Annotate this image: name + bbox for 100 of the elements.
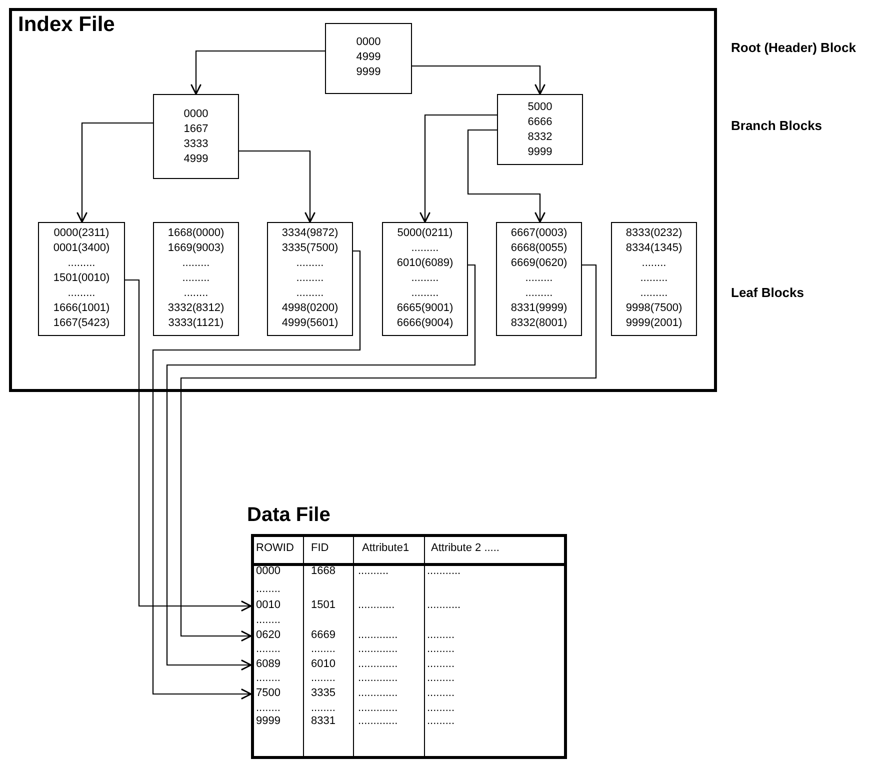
table-entry: ........	[256, 642, 280, 656]
table-entry: .........	[427, 701, 455, 715]
branch-block	[497, 94, 583, 165]
table-entry: .........	[427, 671, 455, 685]
leaf-block	[267, 222, 353, 336]
block-entry: .........	[525, 271, 553, 286]
leaf-block	[496, 222, 582, 336]
table-entry: .........	[427, 657, 455, 671]
block-entry: 8334(1345)	[626, 241, 682, 256]
table-entry: .............	[358, 714, 398, 728]
block-entry: 3335(7500)	[282, 241, 338, 256]
table-entry: ...........	[427, 564, 461, 578]
block-entry: .........	[411, 271, 439, 286]
table-entry: .............	[358, 671, 398, 685]
block-entry: 6665(9001)	[396, 301, 454, 316]
block-entry: 5000	[528, 100, 552, 115]
table-entry: 1668	[311, 564, 336, 578]
block-entry: .........	[640, 271, 668, 286]
table-entry: .............	[358, 642, 398, 656]
table-entry: ........	[311, 642, 336, 656]
arrow	[166, 264, 476, 671]
table-entry: ............	[358, 598, 395, 612]
table-entry: 9999	[256, 714, 280, 728]
index-file-frame	[9, 8, 717, 392]
table-entry: ........	[256, 701, 280, 715]
frame-title: Index File	[18, 13, 115, 37]
table-title: Data File	[247, 504, 330, 527]
block-entry: 6669(0620)	[510, 256, 568, 271]
block-entry: 6010(6089)	[396, 256, 454, 271]
block-entry: ........	[642, 256, 666, 271]
table-entry: 6010	[311, 657, 336, 671]
table-entry: .........	[427, 686, 455, 700]
level-label: Branch Blocks	[731, 118, 822, 133]
block-entry: 9999(2001)	[626, 316, 682, 331]
table-entry: 3335	[311, 686, 336, 700]
leaf-block	[382, 222, 468, 336]
block-entry: 1668(0000)	[168, 226, 224, 241]
block-entry: .........	[296, 256, 324, 271]
block-entry: 4998(0200)	[282, 301, 338, 316]
block-entry: .........	[182, 256, 210, 271]
block-entry: 0000	[184, 107, 208, 122]
block-entry: 1501(0010)	[53, 271, 110, 286]
table-entry: 7500	[256, 686, 280, 700]
block-entry: 8332(8001)	[510, 316, 568, 331]
table-entry: 0010	[256, 598, 280, 612]
block-entry: 1666(1001)	[53, 301, 110, 316]
table-entry: ...........	[427, 598, 461, 612]
table-entry: 6089	[256, 657, 280, 671]
block-entry: 0001(3400)	[53, 241, 110, 256]
block-entry: 4999(5601)	[282, 316, 338, 331]
block-entry: .........	[411, 241, 439, 256]
branch-block	[153, 94, 239, 179]
column-header: Attribute 2 .....	[431, 541, 500, 555]
block-entry: .........	[296, 286, 324, 301]
table-entry: ........	[256, 671, 280, 685]
table-entry: .............	[358, 686, 398, 700]
block-entry: 0000(2311)	[54, 226, 110, 241]
block-entry: .........	[640, 286, 668, 301]
table-entry: ........	[311, 671, 336, 685]
arrow	[419, 114, 497, 223]
arrow	[412, 65, 546, 95]
block-entry: 9999	[356, 65, 381, 80]
block-entry: 6666	[528, 115, 552, 130]
arrow	[190, 50, 325, 95]
block-entry: .........	[525, 286, 553, 301]
arrow	[125, 279, 252, 612]
table-entry: .............	[358, 657, 398, 671]
block-entry: 4999	[356, 50, 381, 65]
table-entry: ........	[311, 701, 336, 715]
block-entry: 3334(9872)	[282, 226, 338, 241]
table-entry: .........	[427, 642, 455, 656]
block-entry: 1667	[184, 122, 208, 137]
block-entry: .........	[411, 286, 439, 301]
table-entry: .............	[358, 628, 398, 642]
table-entry: 1501	[311, 598, 336, 612]
table-entry: 0000	[256, 564, 280, 578]
level-label: Root (Header) Block	[731, 40, 856, 55]
level-label: Leaf Blocks	[731, 285, 804, 300]
block-entry: 3333	[184, 137, 208, 152]
block-entry: .........	[68, 256, 96, 271]
table-entry: .........	[427, 628, 455, 642]
column-header: Attribute1	[362, 541, 410, 555]
arrow	[180, 264, 597, 642]
table-entry: .........	[427, 714, 455, 728]
block-entry: 8333(0232)	[626, 226, 682, 241]
block-entry: .........	[182, 271, 210, 286]
block-entry: 0000	[356, 35, 381, 50]
block-entry: 3333(1121)	[168, 316, 224, 331]
block-entry: .........	[68, 286, 96, 301]
block-entry: ........	[184, 286, 208, 301]
block-entry: 4999	[184, 152, 208, 167]
block-entry: 6666(9004)	[396, 316, 454, 331]
column-header: ROWID	[256, 541, 294, 555]
table-entry: ........	[256, 613, 280, 627]
block-entry: 9999	[528, 145, 552, 160]
table-entry: ..........	[358, 564, 389, 578]
arrow	[467, 129, 546, 223]
table-entry: .............	[358, 701, 398, 715]
block-entry: 6668(0055)	[510, 241, 568, 256]
leaf-block	[153, 222, 239, 336]
